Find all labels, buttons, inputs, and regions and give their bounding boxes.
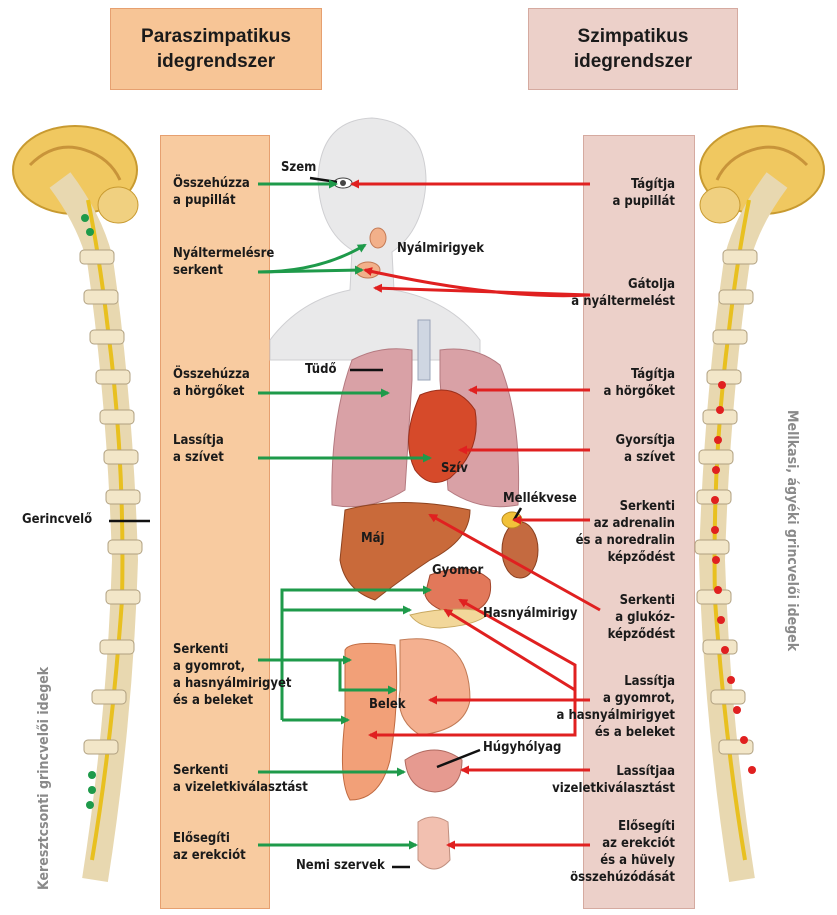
effect-line: Tágítja [604, 366, 675, 383]
effect-line: az adrenalin [576, 515, 675, 532]
right-spine [695, 126, 824, 880]
effect-line: a szívet [173, 449, 224, 466]
effect-line: a hörgőket [173, 383, 250, 400]
effect-line: Összehúzza [173, 175, 250, 192]
effect-line: a vizeletkiválasztást [173, 779, 308, 796]
effect-line: Nyáltermelésre [173, 245, 274, 262]
effect-line: képződést [576, 549, 675, 566]
effect-line: és a hüvely [570, 852, 675, 869]
effect-line: és a beleket [173, 692, 291, 709]
effect-line: Elősegíti [570, 818, 675, 835]
eye-label: Szem [281, 160, 316, 175]
intestine-label: Belek [369, 697, 406, 712]
effect-line: serkent [173, 262, 274, 279]
effect-line: Lassítja [557, 673, 675, 690]
effect-line: a hörgőket [604, 383, 675, 400]
lung-label: Tüdő [305, 362, 336, 377]
effect-line: összehúzódását [570, 869, 675, 886]
effect-line: a glukóz- [608, 609, 675, 626]
effect-line: a pupillát [612, 193, 675, 210]
pancreas-label: Hasnyálmirigy [483, 606, 577, 621]
effect-line: az erekciót [570, 835, 675, 852]
spinal-cord-label: Gerincvelő [22, 512, 92, 527]
effect-line: és a beleket [557, 724, 675, 741]
effect-line: Lassítja [173, 432, 224, 449]
genitals-label: Nemi szervek [296, 858, 385, 873]
effect-line: a hasnyálmirigyet [173, 675, 291, 692]
effect-line: képződést [608, 626, 675, 643]
effect-line: Serkenti [608, 592, 675, 609]
effect-line: Serkenti [576, 498, 675, 515]
effect-line: a gyomrot, [173, 658, 291, 675]
effect-line: Gyorsítja [616, 432, 675, 449]
effect-line: a pupillát [173, 192, 250, 209]
effect-line: a szívet [616, 449, 675, 466]
effect-line: az erekciót [173, 847, 246, 864]
left-spine [13, 126, 142, 880]
liver-label: Máj [361, 531, 385, 546]
effect-line: Összehúzza [173, 366, 250, 383]
effect-line: és a noredralin [576, 532, 675, 549]
effect-line: Serkenti [173, 762, 308, 779]
heart-label: Szív [441, 461, 468, 476]
effect-line: vizeletkiválasztást [552, 780, 675, 797]
effect-line: Tágítja [612, 176, 675, 193]
sacral-nerves-label: Keresztcsonti grincvelői idegek [36, 667, 52, 890]
adrenal-label: Mellékvese [503, 491, 577, 506]
effect-line: Lassítjaa [552, 763, 675, 780]
effect-line: Gátolja [571, 276, 675, 293]
stomach-label: Gyomor [432, 563, 483, 578]
salivary-label: Nyálmirigyek [397, 241, 484, 256]
effect-line: a gyomrot, [557, 690, 675, 707]
effect-line: a nyáltermelést [571, 293, 675, 310]
effect-line: Elősegíti [173, 830, 246, 847]
bladder-label: Húgyhólyag [483, 740, 561, 755]
thoracic-lumbar-nerves-label: Mellkasi, ágyéki grincvelői idegek [784, 410, 800, 651]
effect-line: Serkenti [173, 641, 291, 658]
effect-line: a hasnyálmirigyet [557, 707, 675, 724]
body-figure [270, 118, 538, 869]
